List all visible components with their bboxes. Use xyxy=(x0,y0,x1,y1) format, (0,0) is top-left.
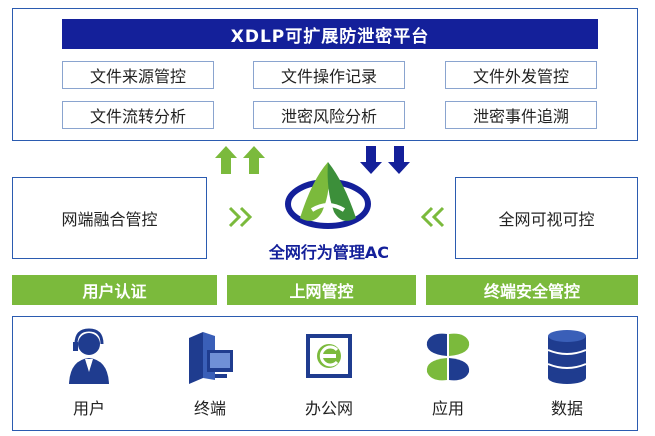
module-file-source-control[interactable]: 文件来源管控 xyxy=(62,61,214,89)
module-file-outbound-control[interactable]: 文件外发管控 xyxy=(445,61,597,89)
module-file-operation-log[interactable]: 文件操作记录 xyxy=(253,61,405,89)
terminal-computer-icon xyxy=(189,332,233,384)
network-visibility-box: 全网可视可控 xyxy=(455,177,638,259)
endpoint-data: 数据 xyxy=(522,328,612,424)
browser-ie-icon xyxy=(306,334,352,378)
endpoint-office-network-label: 办公网 xyxy=(304,399,353,418)
ac-label: 全网行为管理AC xyxy=(268,243,390,262)
endpoint-user: 用户 xyxy=(44,328,134,424)
endpoint-user-label: 用户 xyxy=(72,399,105,418)
module-file-flow-analysis[interactable]: 文件流转分析 xyxy=(62,101,214,129)
endpoint-applications-label: 应用 xyxy=(431,399,464,418)
platform-title: XDLP可扩展防泄密平台 xyxy=(62,19,598,49)
apps-clover-icon xyxy=(426,333,470,381)
network-endpoint-control-box: 网端融合管控 xyxy=(12,177,207,259)
download-arrows-icon xyxy=(360,146,410,174)
endpoint-office-network: 办公网 xyxy=(284,328,374,424)
user-auth-bar[interactable]: 用户认证 xyxy=(12,275,217,305)
module-leak-risk-analysis[interactable]: 泄密风险分析 xyxy=(253,101,405,129)
endpoint-data-label: 数据 xyxy=(550,399,583,418)
endpoint-terminal-label: 终端 xyxy=(193,399,226,418)
upload-arrows-icon xyxy=(215,146,265,174)
chevron-left-icon xyxy=(420,206,445,228)
endpoint-terminal: 终端 xyxy=(165,328,255,424)
chevron-right-icon xyxy=(228,206,253,228)
endpoint-security-bar[interactable]: 终端安全管控 xyxy=(426,275,638,305)
ac-logo-icon xyxy=(285,162,371,229)
endpoint-applications: 应用 xyxy=(403,328,493,424)
database-icon xyxy=(547,330,587,384)
internet-control-bar[interactable]: 上网管控 xyxy=(227,275,416,305)
module-leak-event-trace[interactable]: 泄密事件追溯 xyxy=(445,101,597,129)
user-headset-icon xyxy=(69,328,109,384)
